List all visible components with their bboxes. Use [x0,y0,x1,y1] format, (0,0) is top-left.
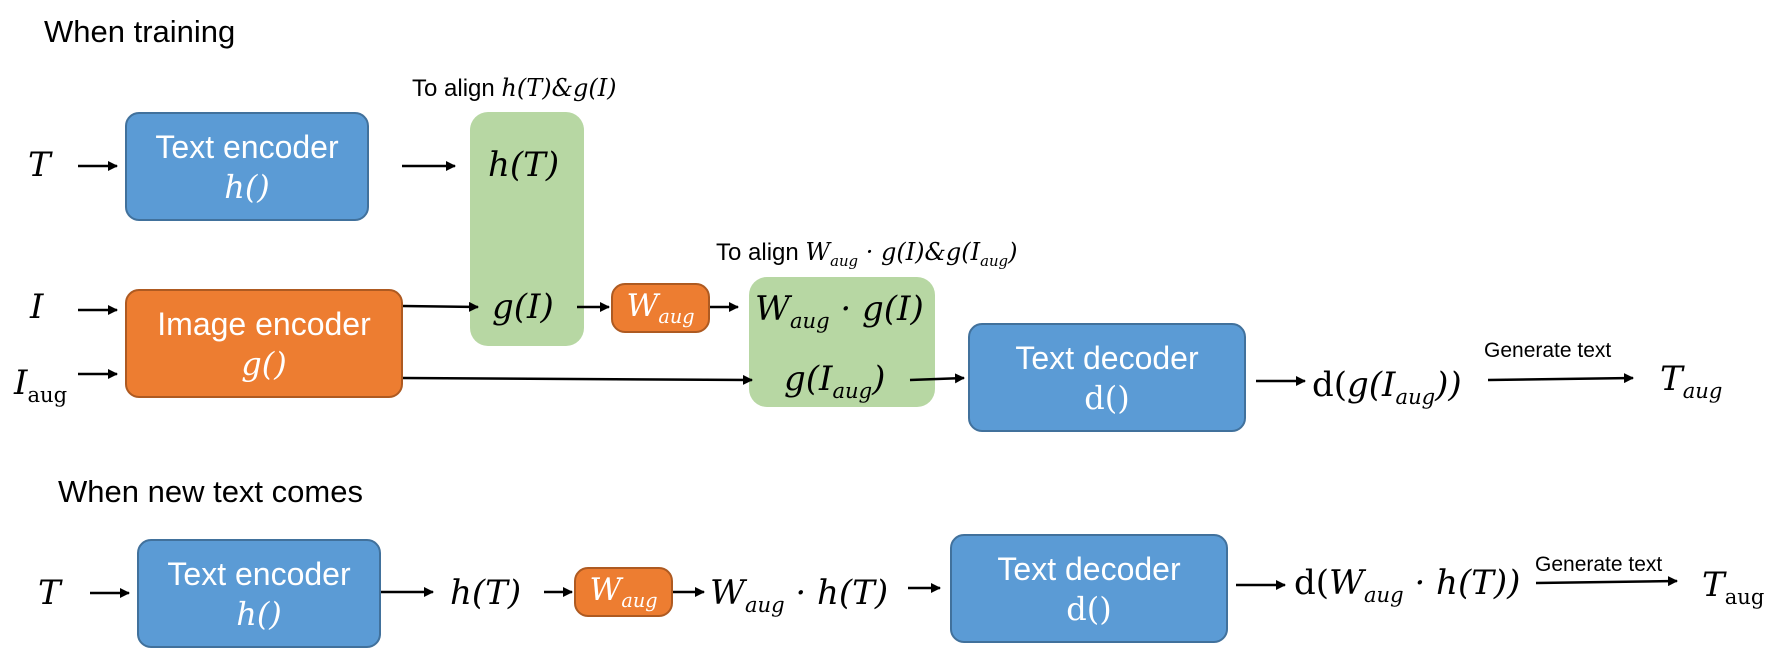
input-iaug-label: Iaug [14,363,68,407]
waug-box-inference: Waug [574,567,673,617]
text-decoder-box: Text decoder d() [968,323,1246,432]
arrow-giaug-to-decoder [909,373,965,384]
input-i-label: I [30,287,44,327]
section-title-training: When training [44,14,236,49]
output-taug-inference: Taug [1702,565,1765,609]
text-encoder-title-inference: Text encoder [167,555,351,592]
text-decoder-func: d() [1084,378,1130,417]
waug-label-inference: Waug [589,571,658,613]
section-title-new-text: When new text comes [58,474,363,509]
text-encoder-title: Text encoder [155,128,339,165]
image-encoder-func: g() [241,344,287,383]
align-label-2: To align Waug · g(I)&g(Iaug) [716,238,1018,270]
text-decoder-title-inference: Text decoder [997,550,1181,587]
output-taug-training: Taug [1660,359,1723,403]
text-encoder-box-inference: Text encoder h() [137,539,381,648]
waug-gi-label: Waug · g(I) [755,289,924,333]
giaug-label: g(Iaug) [784,359,886,403]
arrow-generate-training [1487,373,1634,384]
text-decoder-title: Text decoder [1015,339,1199,376]
input-t-label: T [28,145,51,185]
decoder-output-label-inference: d(Waug · h(T)) [1294,563,1521,607]
ht-label-inference: h(T) [450,573,522,613]
text-encoder-box: Text encoder h() [125,112,369,221]
arrow-image-encoder-to-giaug [402,374,753,385]
image-encoder-title: Image encoder [157,305,371,342]
input-t-inference: T [38,573,61,613]
generate-text-label-training: Generate text [1484,339,1612,362]
generate-text-label-inference: Generate text [1535,553,1663,576]
text-decoder-box-inference: Text decoder d() [950,534,1228,643]
gi-label: g(I) [492,287,554,327]
align-label-1: To align h(T)&g(I) [412,74,617,102]
waug-label: Waug [626,287,695,329]
align-region-2 [749,277,935,407]
text-encoder-func-inference: h() [236,594,282,633]
ht-label: h(T) [488,145,560,185]
text-decoder-func-inference: d() [1066,589,1112,628]
image-encoder-box: Image encoder g() [125,289,403,398]
text-encoder-func: h() [224,167,270,206]
decoder-output-label: d(g(Iaug)) [1312,365,1462,409]
waug-box: Waug [611,283,710,333]
arrow-image-encoder-to-gi [402,301,479,312]
arrow-generate-inference [1535,576,1678,587]
waug-ht-label: Waug · h(T) [710,573,889,617]
align-region-1 [470,112,584,346]
